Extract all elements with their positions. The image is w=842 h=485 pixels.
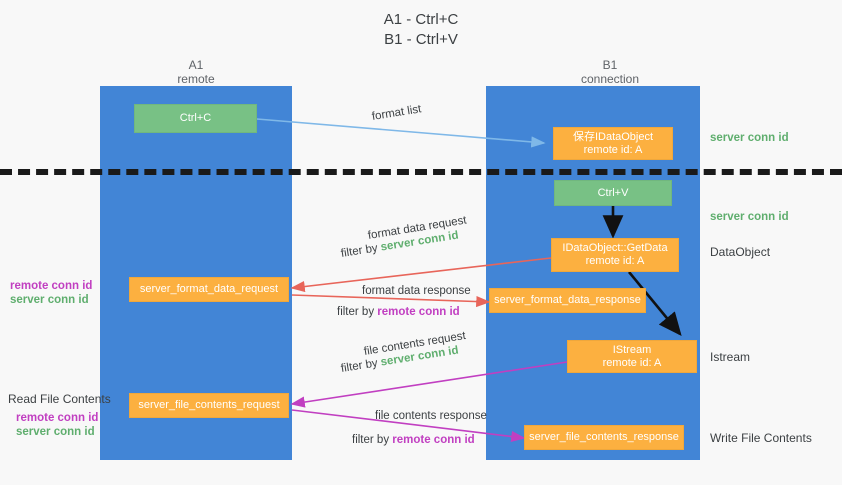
edge-label-format-data-response: format data response [362,285,471,297]
edge-label-file-contents-response: file contents response [375,410,487,422]
left-remote-conn-id-2: remote conn id [16,412,99,424]
filter-prefix-2: filter by [337,306,378,318]
edge-label-format-data-response-filter: filter by remote conn id [337,305,460,319]
filter-prefix-1: filter by [340,241,382,260]
side-label-server-conn-id-mid: server conn id [710,211,789,223]
box-istream-line1: IStream [612,343,652,356]
column-b1-sub: connection [580,72,640,86]
box-getdata[interactable]: IDataObject::GetData remote id: A [551,238,679,272]
column-b1-name: B1 [602,58,618,72]
left-label-read-file-contents: Read File Contents [8,392,111,406]
column-header-a1: A1 remote [96,58,296,86]
filter-prefix-4: filter by [352,434,393,446]
diagram-title: A1 - Ctrl+C B1 - Ctrl+V [0,10,842,50]
left-server-conn-id-1: server conn id [10,294,89,306]
box-save-idataobject-line2: remote id: A [583,143,643,156]
box-server-format-data-response[interactable]: server_format_data_response [489,288,646,313]
side-label-write-file-contents: Write File Contents [710,431,812,445]
box-server-file-contents-request[interactable]: server_file_contents_request [129,393,289,418]
box-server-format-data-request-label: server_format_data_request [139,283,279,295]
box-ctrl-v[interactable]: Ctrl+V [554,180,672,206]
box-ctrl-c[interactable]: Ctrl+C [134,104,257,133]
box-istream[interactable]: IStream remote id: A [567,340,697,373]
box-server-file-contents-response[interactable]: server_file_contents_response [524,425,684,450]
edge-label-file-contents-response-filter: filter by remote conn id [352,433,475,447]
box-server-file-contents-response-label: server_file_contents_response [529,431,679,443]
edge-label-format-list: format list [371,103,423,123]
column-a1-sub: remote [177,72,215,86]
box-server-format-data-response-label: server_format_data_response [494,294,641,306]
left-annotation-conn-ids-top: remote conn id server conn id [10,279,92,307]
filter-value-remote-conn-id-1: remote conn id [377,306,460,318]
box-server-file-contents-request-label: server_file_contents_request [138,399,280,411]
left-remote-conn-id-1: remote conn id [10,280,93,292]
box-save-idataobject[interactable]: 保存IDataObject remote id: A [553,127,673,160]
side-label-istream: Istream [710,350,751,364]
box-istream-line2: remote id: A [602,356,662,369]
box-ctrl-c-label: Ctrl+C [179,112,212,124]
box-server-format-data-request[interactable]: server_format_data_request [129,277,289,302]
side-label-dataobject: DataObject [710,245,771,259]
column-header-b1: B1 connection [510,58,710,86]
box-getdata-line1: IDataObject::GetData [562,242,668,254]
column-a1-name: A1 [188,58,204,72]
left-annotation-conn-ids-bottom: remote conn id server conn id [16,411,98,439]
box-getdata-line2: remote id: A [585,255,645,267]
box-ctrl-v-label: Ctrl+V [597,186,629,199]
filter-value-remote-conn-id-2: remote conn id [392,434,475,446]
filter-prefix-3: filter by [340,356,382,375]
phase-divider [0,169,842,175]
title-line-2: B1 - Ctrl+V [384,31,458,48]
box-save-idataobject-line1: 保存IDataObject [572,130,654,143]
title-line-1: A1 - Ctrl+C [383,11,459,28]
left-server-conn-id-2: server conn id [16,426,95,438]
side-label-server-conn-id-top: server conn id [710,132,789,144]
